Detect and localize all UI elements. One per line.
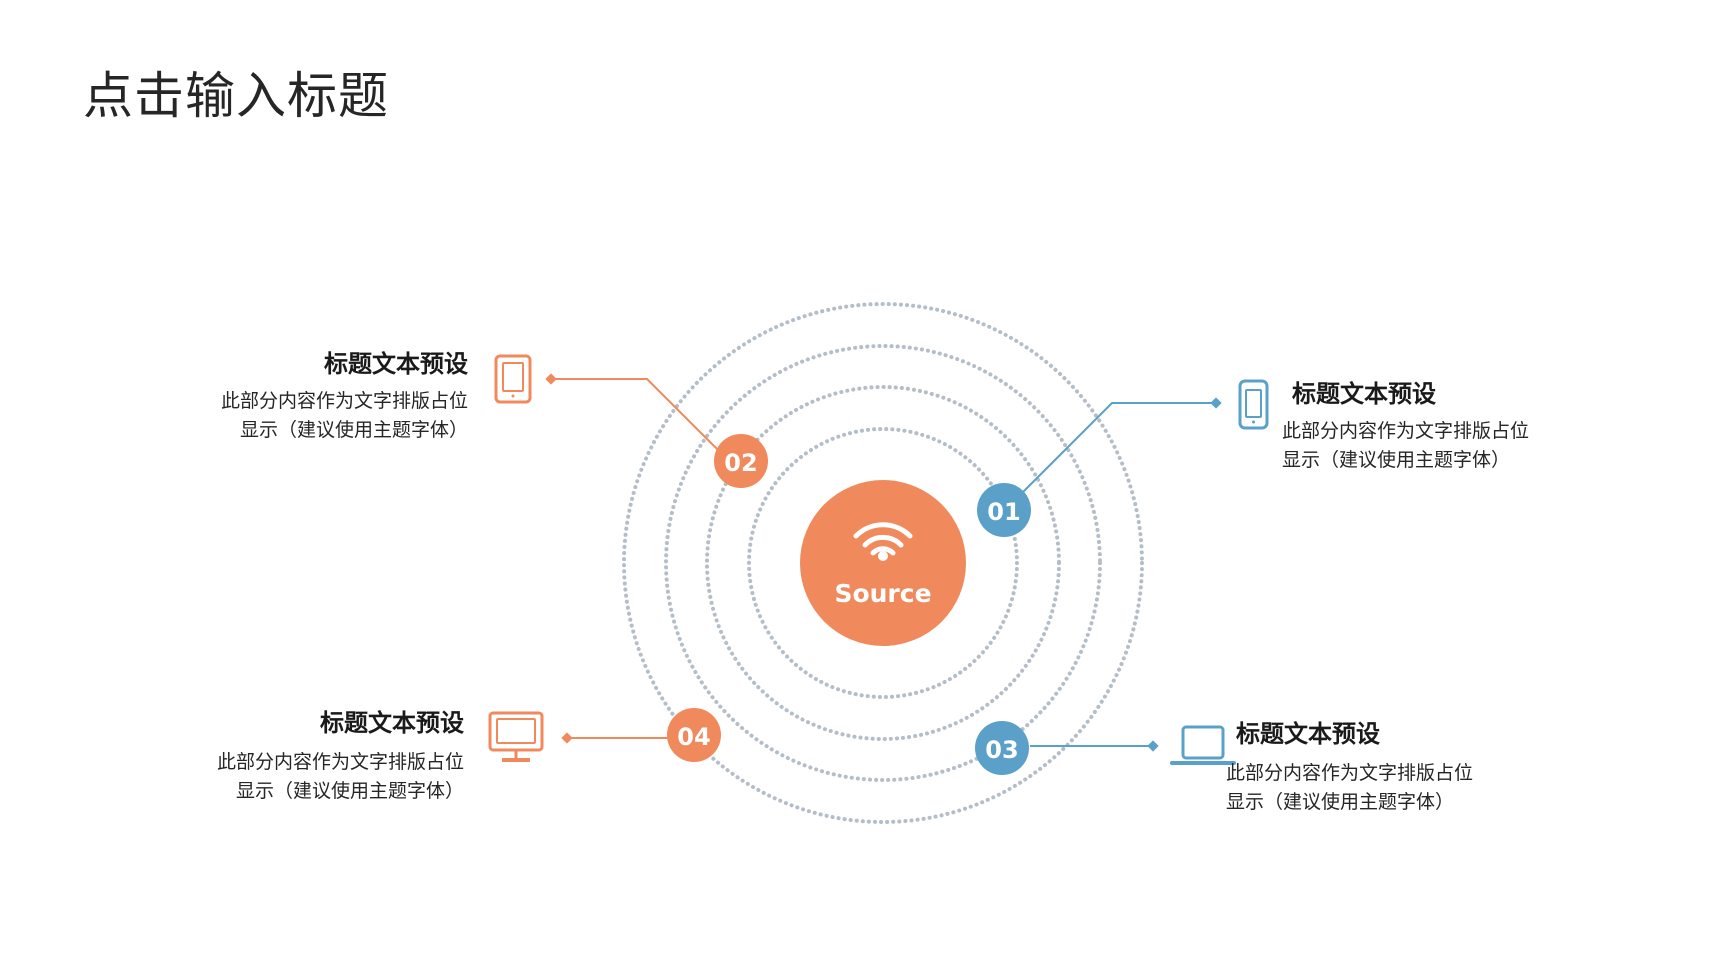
orbit-ring-1 — [747, 427, 1019, 699]
smartphone-icon — [1238, 379, 1269, 430]
badge-01-label: 01 — [987, 498, 1020, 526]
badge-03: 03 — [975, 721, 1029, 775]
orbit-ring-2 — [705, 385, 1061, 741]
badge-02-label: 02 — [724, 449, 757, 477]
info-desc-03-line1: 此部分内容作为文字排版占位 — [1226, 762, 1474, 784]
tablet-icon — [494, 354, 532, 404]
info-desc-03-line2: 显示（建议使用主题字体） — [1226, 791, 1455, 813]
connector-03 — [1030, 740, 1159, 752]
source-node: Source — [800, 480, 966, 646]
connector-04 — [561, 732, 668, 744]
laptop-icon — [1170, 725, 1236, 765]
info-title-03: 标题文本预设 — [1236, 720, 1380, 748]
connector-01 — [1020, 397, 1222, 495]
page-title: 点击输入标题 — [83, 67, 389, 125]
monitor-icon — [488, 711, 544, 762]
info-block-01: 标题文本预设 此部分内容作为文字排版占位 显示（建议使用主题字体） — [1282, 374, 1529, 475]
info-block-04: 标题文本预设 此部分内容作为文字排版占位 显示（建议使用主题字体） — [217, 703, 464, 806]
info-title-01: 标题文本预设 — [1292, 380, 1436, 408]
connector-02 — [545, 373, 731, 463]
info-block-02: 标题文本预设 此部分内容作为文字排版占位 显示（建议使用主题字体） — [221, 344, 468, 445]
badge-04: 04 — [667, 708, 721, 762]
info-title-04: 标题文本预设 — [320, 709, 464, 737]
badge-01: 01 — [977, 483, 1031, 537]
info-desc-04-line2: 显示（建议使用主题字体） — [235, 780, 464, 802]
orbit-ring-4 — [622, 302, 1144, 824]
info-title-02: 标题文本预设 — [324, 350, 468, 378]
source-label: Source — [834, 579, 931, 608]
orbit-rings — [622, 302, 1144, 824]
info-block-03: 标题文本预设 此部分内容作为文字排版占位 显示（建议使用主题字体） — [1226, 714, 1473, 817]
info-desc-01-line2: 显示（建议使用主题字体） — [1282, 449, 1511, 471]
badge-04-label: 04 — [677, 723, 710, 751]
info-desc-01-line1: 此部分内容作为文字排版占位 — [1282, 420, 1530, 442]
badge-02: 02 — [714, 434, 768, 488]
wifi-icon — [853, 522, 913, 561]
info-desc-02-line2: 显示（建议使用主题字体） — [239, 419, 468, 441]
orbit-ring-3 — [664, 344, 1102, 782]
badge-03-label: 03 — [985, 736, 1018, 764]
info-desc-04-line1: 此部分内容作为文字排版占位 — [216, 751, 464, 773]
info-desc-02-line1: 此部分内容作为文字排版占位 — [220, 390, 468, 412]
